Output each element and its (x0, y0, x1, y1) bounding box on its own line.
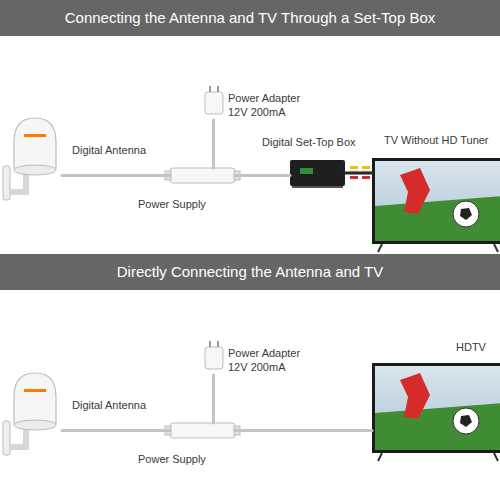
antenna-dome (14, 373, 56, 427)
device-label: HDTV (456, 341, 500, 354)
cable-connector (235, 174, 290, 177)
set-top-box (290, 160, 345, 186)
wall-plate (3, 166, 10, 200)
cable-connector (345, 172, 372, 175)
tv-player (400, 373, 430, 419)
plug-prong (209, 86, 211, 92)
plug-prong (209, 341, 211, 347)
antenna-bracket (10, 429, 26, 447)
header-text: Directly Connecting the Antenna and TV (0, 263, 500, 281)
section-header: Connecting the Antenna and TV Through a … (0, 0, 500, 36)
antenna-dome (14, 118, 56, 172)
cable-connector (212, 120, 215, 168)
tv-stand (378, 453, 498, 461)
power-adapter (205, 347, 223, 369)
device-label: Digital Antenna (72, 399, 182, 412)
header-text: Connecting the Antenna and TV Through a … (0, 9, 500, 27)
tv-art (372, 363, 500, 461)
rca-plug (350, 166, 358, 169)
tv-screen (375, 366, 500, 450)
power-injector (170, 423, 235, 438)
device-label: Digital Set-Top Box (262, 136, 382, 149)
device-label: TV Without HD Tuner (384, 134, 500, 147)
tv-frame (372, 363, 500, 453)
cable-connector (212, 375, 215, 423)
power-supply-node: Power Supply (170, 423, 235, 438)
box-display (300, 168, 313, 174)
tv-stand (378, 244, 498, 252)
antenna-logo (24, 389, 46, 392)
tv-field (375, 403, 500, 450)
set-top-box-node: Digital Set-Top Box (290, 160, 345, 186)
antenna-node: Digital Antenna (8, 373, 62, 455)
hdtv-node: HDTV (372, 363, 500, 453)
antenna-base (14, 420, 56, 430)
tv-field (375, 196, 500, 241)
antenna-base (14, 165, 56, 175)
plug-prong (217, 341, 219, 347)
tv-frame (372, 158, 500, 244)
box-base (292, 186, 343, 188)
section-header: Directly Connecting the Antenna and TV (0, 254, 500, 290)
rca-plug (350, 176, 358, 179)
power-supply-node: Power Supply (170, 168, 235, 183)
cable-connector (235, 429, 372, 432)
power-adapter-node: Power Adapter12V 200mA (203, 92, 224, 120)
device-label: Power Supply (138, 198, 248, 211)
tv-ball-patch (460, 208, 472, 220)
power-adapter-node: Power Adapter12V 200mA (203, 347, 224, 375)
rca-plug (362, 166, 370, 169)
plug-prong (217, 86, 219, 92)
device-label: 12V 200mA (228, 106, 338, 119)
antenna-node: Digital Antenna (8, 118, 62, 200)
coax-fitting (165, 426, 171, 435)
rca-plug (350, 171, 358, 174)
power-injector (170, 168, 235, 183)
wall-plate (3, 421, 10, 455)
device-label: Power Adapter (228, 347, 338, 360)
device-label: 12V 200mA (228, 361, 338, 374)
device-label: Power Adapter (228, 92, 338, 105)
coax-fitting (234, 426, 240, 435)
antenna-logo (24, 134, 46, 137)
device-label: Power Supply (138, 453, 248, 466)
antenna-bracket (10, 174, 26, 192)
cable-connector (62, 174, 170, 177)
tv-screen (375, 161, 500, 241)
tv-ball-patch (460, 415, 472, 427)
rca-plug (362, 171, 370, 174)
tv-art (372, 158, 500, 252)
tv-node: TV Without HD Tuner (372, 158, 500, 248)
tv-ball (453, 408, 479, 434)
coax-fitting (165, 171, 171, 180)
cable-connector (62, 429, 170, 432)
rca-plug (362, 176, 370, 179)
device-label: Digital Antenna (72, 144, 182, 157)
power-adapter (205, 92, 223, 114)
panel-art (3, 341, 240, 455)
tv-ball (453, 201, 479, 227)
tv-player (400, 168, 430, 214)
coax-fitting (234, 171, 240, 180)
